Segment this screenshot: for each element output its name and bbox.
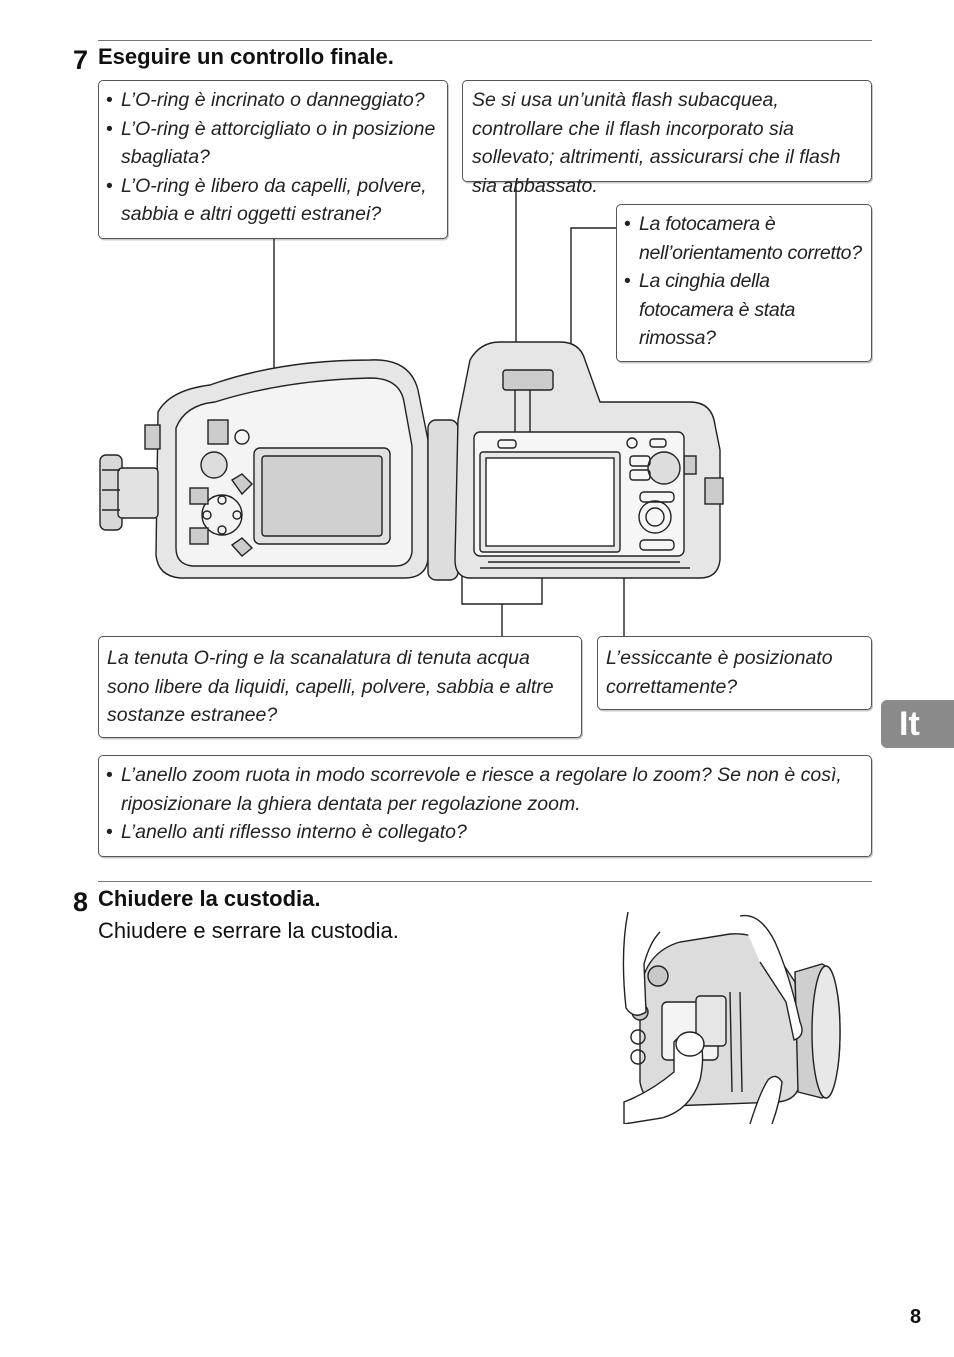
step-8-title: Chiudere la custodia. bbox=[98, 886, 321, 911]
step-7-title: Eseguire un controllo finale. bbox=[98, 44, 394, 69]
top-rule bbox=[98, 40, 872, 41]
step-8-text: Chiudere e serrare la custodia. bbox=[98, 918, 399, 943]
callout-zoom: L’anello zoom ruota in modo scorrevole e… bbox=[98, 755, 872, 857]
camera-housing-illustration bbox=[99, 182, 724, 636]
callout-flash: Se si usa un’unità flash subacquea, cont… bbox=[462, 80, 872, 197]
oring-check-item: L’O-ring è incrinato o danneggiato? bbox=[99, 86, 439, 115]
desiccant-text: L’essiccante è posizionato correttamente… bbox=[606, 647, 833, 698]
oring-check-item: L’O-ring è libero da capelli, polvere, s… bbox=[99, 172, 439, 229]
orientation-item: La fotocamera è nell’orientamento corret… bbox=[617, 210, 867, 267]
closing-housing-illustration bbox=[622, 912, 841, 1124]
step-8-number: 8 bbox=[73, 887, 89, 917]
page-number: 8 bbox=[910, 1306, 922, 1328]
zoom-item: L’anello zoom ruota in modo scorrevole e… bbox=[99, 761, 863, 818]
callout-oring-check: L’O-ring è incrinato o danneggiato? L’O-… bbox=[98, 80, 448, 239]
callout-desiccant: L’essiccante è posizionato correttamente… bbox=[597, 636, 872, 710]
flash-text: Se si usa un’unità flash subacquea, cont… bbox=[472, 89, 841, 197]
orientation-item: La cinghia della fotocamera è stata rimo… bbox=[617, 267, 867, 353]
oring-check-item: L’O-ring è attorcigliato o in posizione … bbox=[99, 115, 439, 172]
step-7-number: 7 bbox=[73, 45, 89, 75]
callout-seal: La tenuta O-ring e la scanalatura di ten… bbox=[98, 636, 582, 738]
callout-orientation: La fotocamera è nell’orientamento corret… bbox=[616, 204, 872, 362]
zoom-item: L’anello anti riflesso interno è collega… bbox=[99, 818, 863, 847]
seal-text: La tenuta O-ring e la scanalatura di ten… bbox=[107, 647, 554, 726]
language-tab: It bbox=[881, 700, 954, 748]
step-8-rule bbox=[98, 881, 872, 882]
